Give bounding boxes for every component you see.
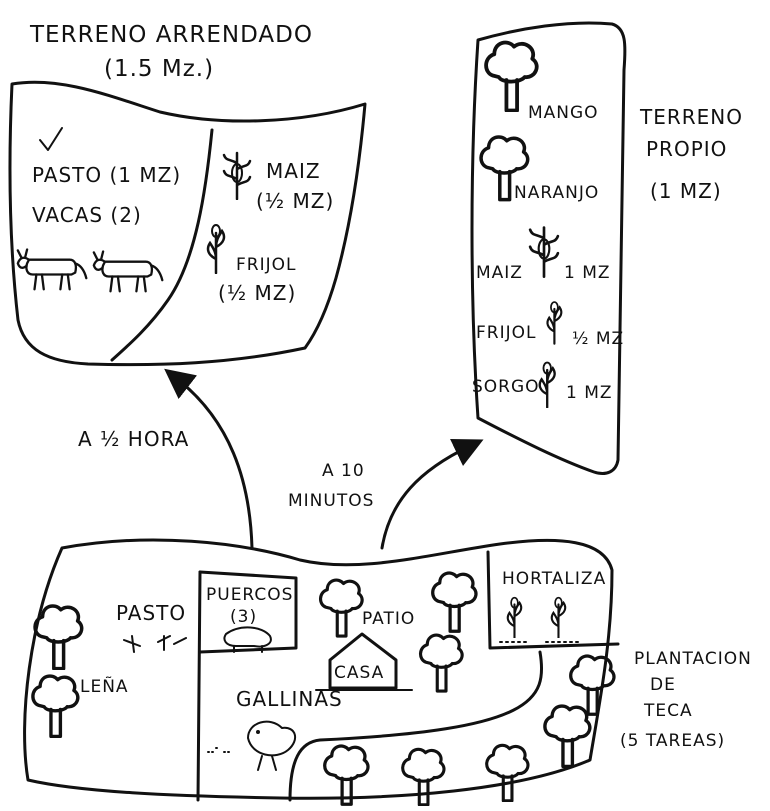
leased-beans-area: (½ MZ) <box>218 281 296 305</box>
teak-label-line3: TECA <box>643 701 693 721</box>
own-land-title-line1: TERRENO <box>639 105 743 129</box>
own-land-parcel: TERRENO PROPIO (1 MZ) MANGO NARANJO MAIZ… <box>470 21 743 475</box>
arrow-to-leased-land <box>164 368 254 550</box>
pigs-label: PUERCOS <box>206 585 293 605</box>
own-land-title-line3: (1 MZ) <box>650 179 722 203</box>
leased-land-area: (1.5 Mz.) <box>104 56 214 82</box>
mango-tree-icon <box>484 40 539 112</box>
own-land-title-line2: PROPIO <box>646 137 727 161</box>
firewood-tree-icon <box>33 604 84 670</box>
teak-tree-icon <box>543 704 592 768</box>
leased-land-parcel: TERRENO ARRENDADO (1.5 Mz.) PASTO (1 MZ)… <box>8 22 367 367</box>
pasture-firewood-zone: PASTO LEÑA <box>31 601 187 738</box>
chicken-icon <box>207 720 297 771</box>
own-corn-area: 1 MZ <box>564 263 611 283</box>
firewood-label: LEÑA <box>80 675 129 697</box>
firewood-tree-icon <box>31 674 80 738</box>
own-sorghum-area: 1 MZ <box>566 383 613 403</box>
orange-label: NARANJO <box>514 183 599 203</box>
own-corn-label: MAIZ <box>476 263 523 283</box>
pig-icon <box>223 626 272 648</box>
own-beans-area: ½ MZ <box>572 329 624 349</box>
patio-tree-icon <box>431 571 478 633</box>
patio-area: PATIO CASA <box>315 571 478 693</box>
sorghum-label: SORGO <box>472 377 540 397</box>
own-beans-label: FRIJOL <box>476 323 536 343</box>
patio-tree-icon <box>418 633 464 693</box>
cows-label: VACAS (2) <box>32 203 142 227</box>
own-distance-line1: A 10 <box>322 461 365 481</box>
cow-icon <box>92 250 164 293</box>
house-label: CASA <box>334 663 384 683</box>
teak-tree-icon <box>569 654 616 716</box>
patio-tree-icon <box>318 578 364 638</box>
bean-plant-icon <box>206 223 226 274</box>
garden-zone: HORTALIZA <box>499 569 606 643</box>
leased-land-title: TERRENO ARRENDADO <box>29 22 313 48</box>
mango-label: MANGO <box>528 103 599 123</box>
pig-legs-icon <box>233 645 263 653</box>
teak-label-line2: DE <box>650 675 676 695</box>
chickens-zone: GALLINAS <box>207 687 343 771</box>
teak-label-line4: (5 TAREAS) <box>620 731 725 751</box>
pigs-pen: PUERCOS (3) <box>206 585 293 653</box>
home-pasture-label: PASTO <box>116 601 186 625</box>
arrow-to-own-land <box>380 438 484 550</box>
leased-corn-area: (½ MZ) <box>256 189 334 213</box>
corn-plant-icon <box>528 226 560 279</box>
pigs-count: (3) <box>230 607 257 627</box>
teak-plantation: PLANTACION DE TECA (5 TAREAS) <box>323 649 752 806</box>
grass-icon <box>123 635 187 653</box>
vegetable-plant-icon <box>506 596 523 638</box>
teak-label-line1: PLANTACION <box>634 649 752 669</box>
grass-icon <box>39 127 63 151</box>
chickens-label: GALLINAS <box>236 687 343 711</box>
own-distance-line2: MINUTOS <box>288 491 374 511</box>
leased-distance-label: A ½ HORA <box>78 427 189 451</box>
corn-plant-icon <box>222 151 252 200</box>
garden-label: HORTALIZA <box>502 569 606 589</box>
sorghum-plant-icon <box>538 361 556 408</box>
distance-arrows: A ½ HORA A 10 MINUTOS <box>78 368 484 550</box>
patio-label: PATIO <box>362 609 415 629</box>
pasture-label: PASTO (1 MZ) <box>32 163 181 187</box>
teak-tree-icon <box>323 744 370 806</box>
cow-icon <box>16 248 88 291</box>
teak-tree-icon <box>485 743 530 802</box>
bean-plant-icon <box>546 300 563 346</box>
vegetable-plant-icon <box>550 596 567 638</box>
leased-beans-label: FRIJOL <box>236 255 296 275</box>
house-icon <box>315 632 413 691</box>
leased-corn-label: MAIZ <box>266 159 321 183</box>
